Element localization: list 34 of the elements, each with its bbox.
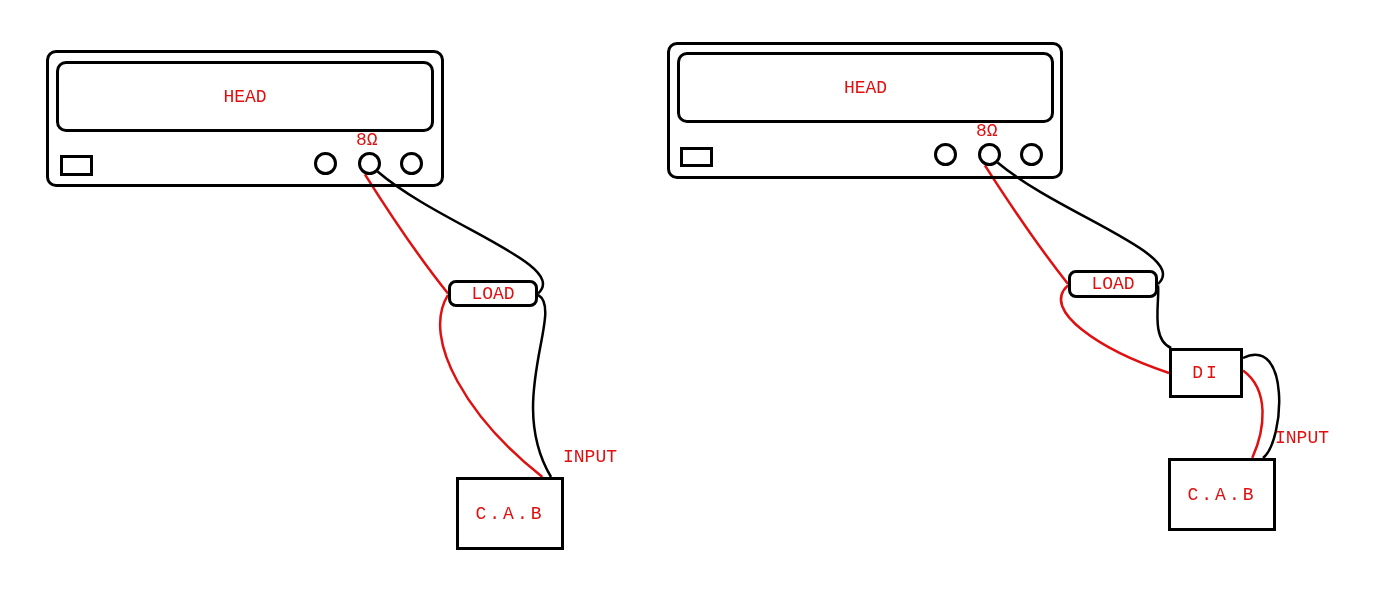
- switch: [60, 155, 93, 176]
- jack-socket: [314, 152, 337, 175]
- cable: [1242, 369, 1264, 459]
- di-box: [1169, 348, 1243, 398]
- cable: [439, 294, 544, 478]
- display-panel: [56, 61, 434, 132]
- jack-socket: [1020, 143, 1043, 166]
- cable: [531, 294, 553, 478]
- amp-head-chassis: [667, 42, 1063, 179]
- cable: [983, 164, 1069, 285]
- cable: [1059, 284, 1170, 375]
- label-text: 8Ω: [356, 130, 378, 150]
- label-text: DI: [1192, 363, 1220, 383]
- label-text: INPUT: [1275, 428, 1329, 448]
- display-panel: [677, 52, 1054, 123]
- label-text: LOAD: [471, 283, 515, 304]
- switch: [680, 147, 713, 167]
- cable: [1242, 353, 1281, 459]
- jack-socket: [934, 143, 957, 166]
- cable: [996, 161, 1164, 285]
- label-text: HEAD: [843, 77, 888, 98]
- label-text: HEAD: [223, 86, 267, 107]
- amp-head-chassis: [46, 50, 444, 187]
- label-text: LOAD: [1091, 274, 1135, 294]
- label-text: 8Ω: [976, 121, 998, 141]
- label-text: C.A.B: [1187, 484, 1257, 505]
- jack-socket: [400, 152, 423, 175]
- cable: [363, 173, 449, 295]
- load-box: [1068, 270, 1158, 298]
- label-text: INPUT: [563, 447, 617, 467]
- label-text: C.A.B: [475, 503, 545, 524]
- load-box: [448, 280, 538, 307]
- cable: [376, 170, 544, 295]
- cable: [1156, 285, 1172, 350]
